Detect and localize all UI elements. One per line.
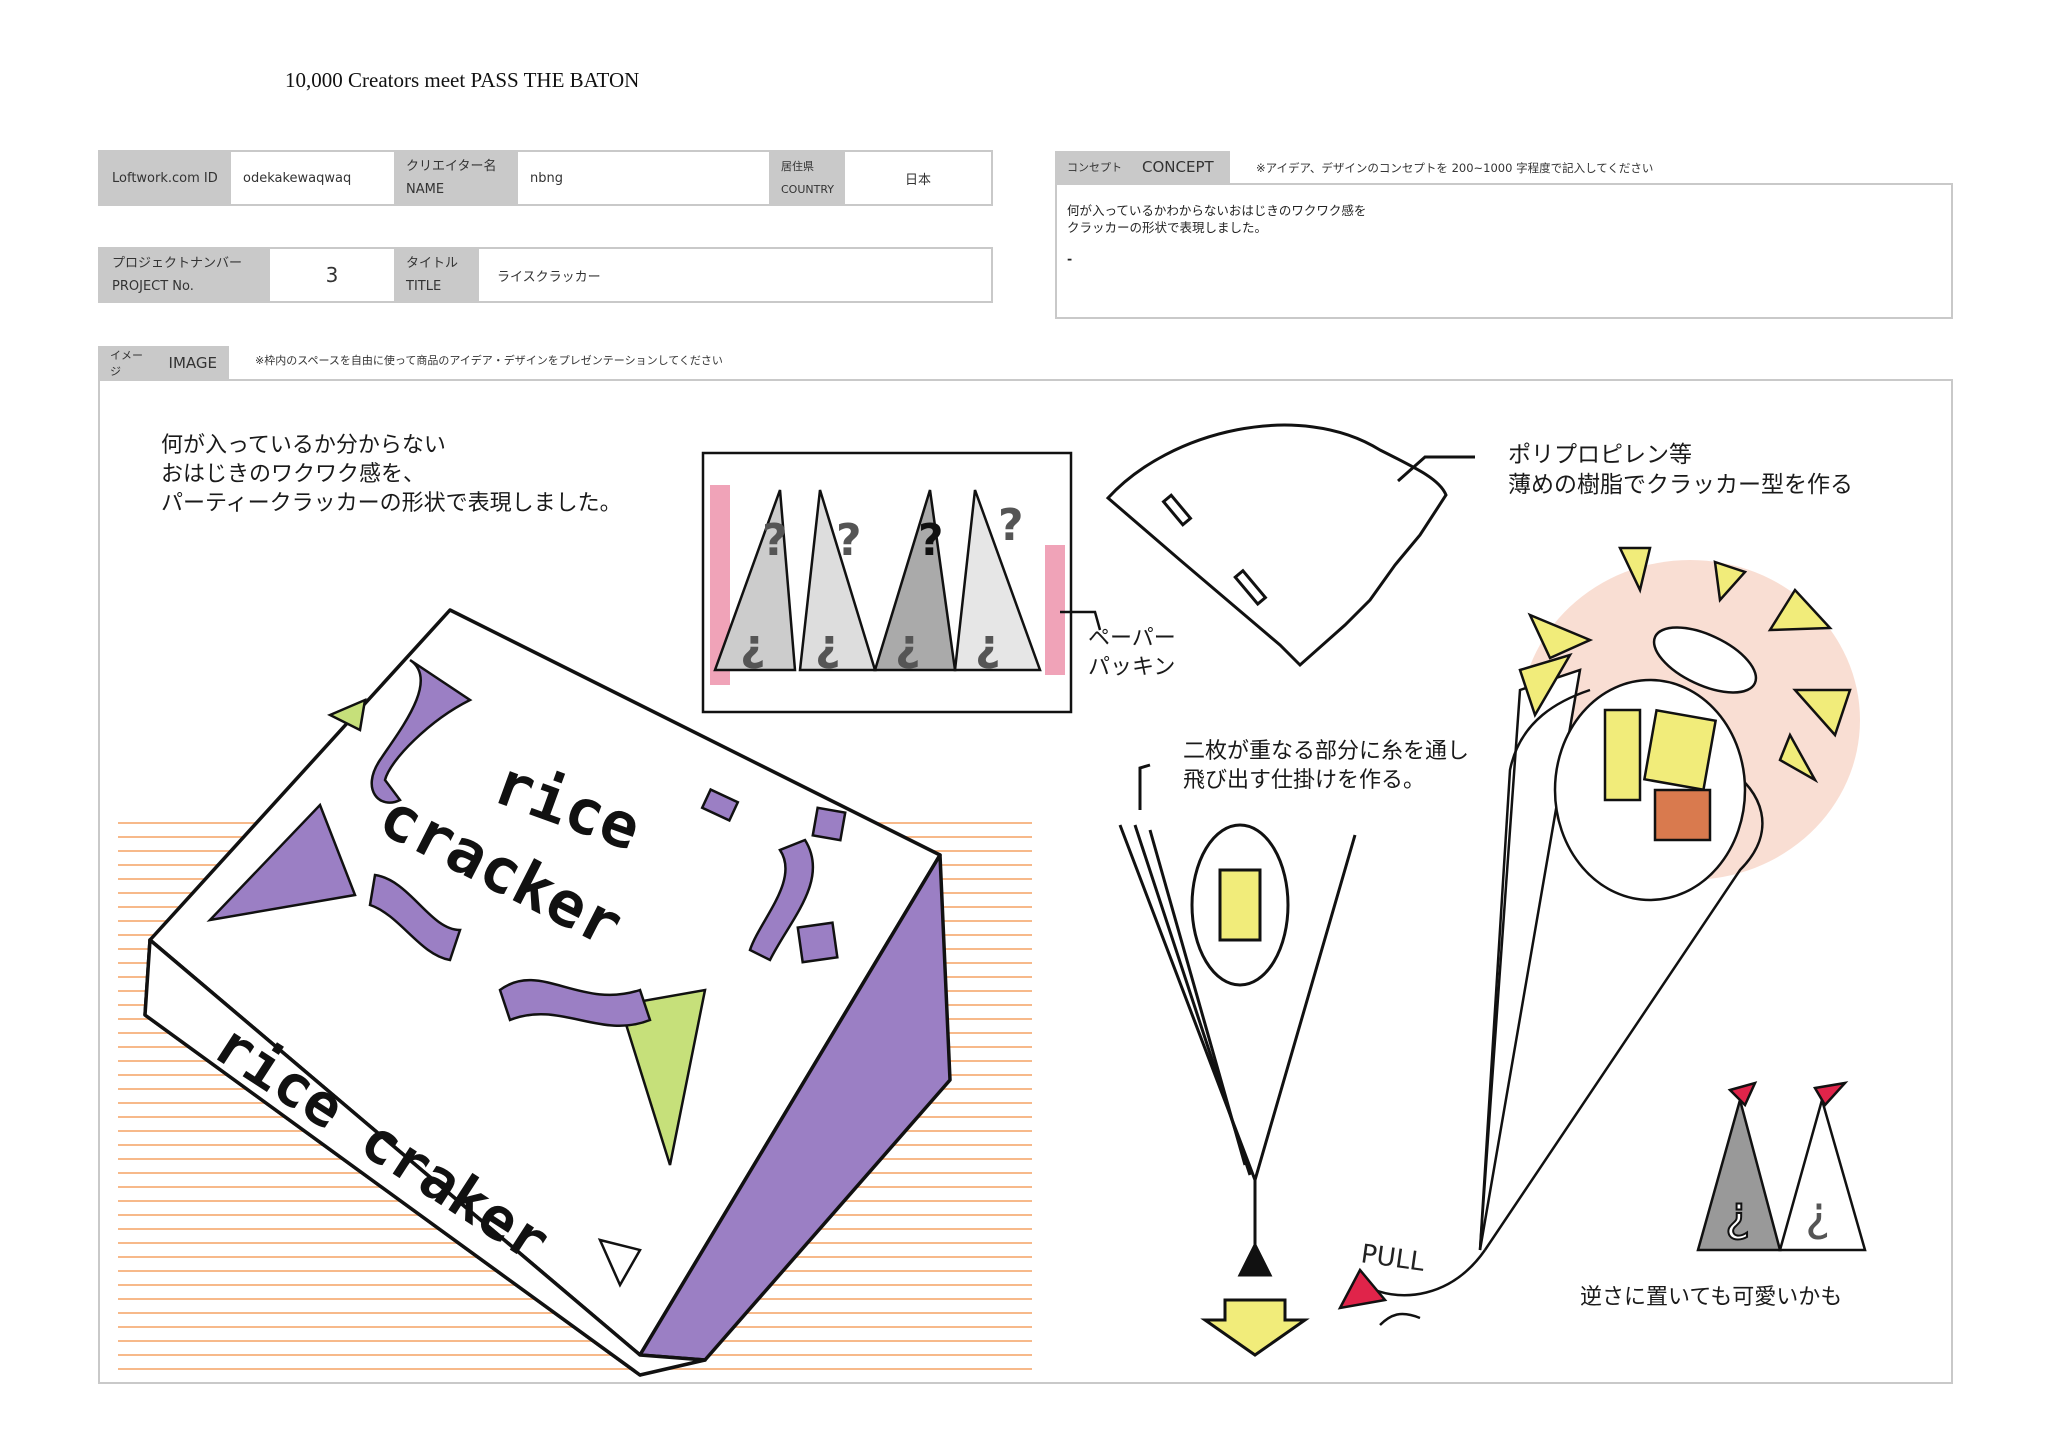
inverted-question-mark: ¿ [895,620,921,671]
name-label-jp: クリエイター名 [406,159,497,174]
upside-down-crackers-sketch: ¿ ¿ [1696,1081,1867,1252]
project-label-en: PROJECT No. [112,279,194,294]
inverted-question-mark: ¿ [1805,1186,1830,1242]
loftwork-id-value[interactable]: odekakewaqwaq [231,152,394,204]
project-number-label: プロジェクトナンバー PROJECT No. [100,249,270,301]
country-value[interactable]: 日本 [845,152,991,204]
question-mark: ? [918,515,944,566]
title-value[interactable]: ライスクラッカー [479,249,991,301]
image-label-jp: イメージ [110,348,143,378]
paper-packing-annotation: ペーパー パッキン [1088,626,1176,680]
title-label: タイトル TITLE [394,249,479,301]
loftwork-id-label: Loftwork.com ID [100,152,231,204]
inverted-question-mark: ¿ [740,620,766,671]
concept-label-en: CONCEPT [1142,158,1214,176]
project-number-value[interactable]: 3 [270,249,394,301]
concept-label-jp: コンセプト [1067,161,1122,174]
name-label-en: NAME [406,182,445,197]
image-area [98,379,1953,1384]
cracker-burst-sketch [1337,546,1860,1326]
question-mark: ? [762,515,788,566]
concept-line-2: クラッカーの形状で表現しました。 [1067,220,1268,235]
concept-line-1: 何が入っているかわからないおはじきのワクワク感を [1067,203,1367,218]
image-note: ※枠内のスペースを自由に使って商品のアイデア・デザインをプレゼンテーションしてく… [255,354,723,367]
upside-down-annotation: 逆さに置いても可愛いかも [1580,1285,1843,1310]
country-label-en: COUNTRY [781,183,834,196]
string-annotation: 二枚が重なる部分に糸を通し 飛び出す仕掛けを作る。 [1183,739,1470,793]
title-label-jp: タイトル [406,256,459,271]
material-annotation: ポリプロピレン等 薄めの樹脂でクラッカー型を作る [1508,442,1853,498]
concept-textarea[interactable]: 何が入っているかわからないおはじきのワクワク感を クラッカーの形状で表現しました… [1055,183,1953,319]
pull-label: PULL [1359,1239,1427,1278]
image-label-en: IMAGE [168,353,217,372]
creator-info-row: Loftwork.com ID odekakewaqwaq クリエイター名 NA… [98,150,993,206]
name-label: クリエイター名 NAME [394,152,518,204]
concept-note: ※アイデア、デザインのコンセプトを 200~1000 字程度で記入してください [1256,161,1654,175]
inverted-question-mark: ¿ [975,620,1001,671]
packaging-card-sketch: ? ? ? ? ¿ ¿ ¿ ¿ [701,451,1102,714]
project-label-jp: プロジェクトナンバー [112,256,243,271]
question-mark: ? [836,515,862,566]
page-title: 10,000 Creators meet PASS THE BATON [285,68,640,92]
concept-line-3: - [1067,251,1073,266]
cracker-side-sketch [1118,763,1357,1357]
loftwork-id-label-text: Loftwork.com ID [112,170,218,186]
cracker-cutout-sketch [1105,423,1475,668]
image-tab: イメージ IMAGE [98,346,229,379]
intro-annotation: 何が入っているか分からない おはじきのワクワク感を、 パーティークラッカーの形状… [161,433,622,516]
country-label-jp: 居住県 [781,160,814,173]
title-label-en: TITLE [406,279,442,294]
country-label: 居住県 COUNTRY [769,152,845,204]
question-mark: ? [998,500,1024,551]
inverted-question-mark: ¿ [815,620,841,671]
inverted-question-mark: ¿ [1725,1186,1750,1242]
confetti-shapes [206,658,847,1288]
name-value[interactable]: nbng [518,152,769,204]
project-info-row: プロジェクトナンバー PROJECT No. 3 タイトル TITLE ライスク… [98,247,993,303]
concept-tab: コンセプト CONCEPT [1055,151,1230,183]
